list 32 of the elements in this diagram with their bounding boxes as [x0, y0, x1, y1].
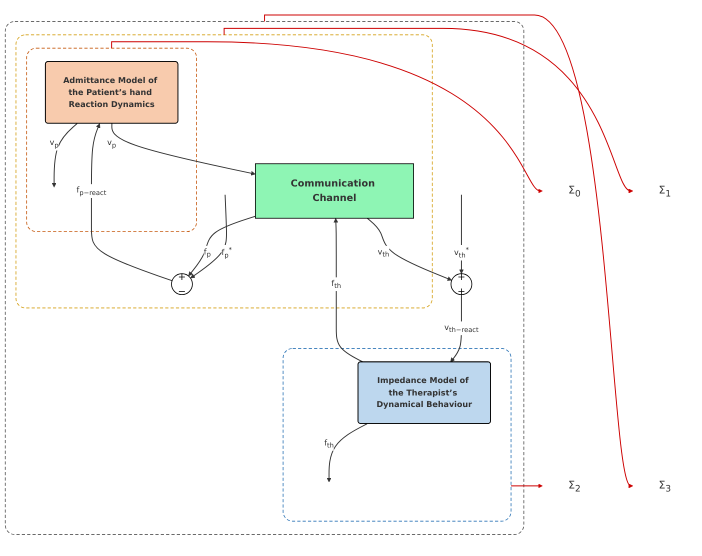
cluster: [4, 21, 524, 535]
arrow: [52, 123, 78, 188]
arrow: [326, 423, 368, 482]
node-box: Communication Channel: [254, 163, 414, 219]
arrow: [334, 218, 364, 363]
edge-label: f$_{th}$: [331, 278, 342, 290]
arrow: [111, 123, 256, 176]
edge-label: f$_{p}$: [204, 246, 211, 258]
arrow: [510, 484, 543, 488]
node-text: Σ$_{1}$: [658, 184, 672, 198]
node-circle: + +: [450, 273, 472, 295]
arrow: [224, 28, 633, 192]
arrow: [459, 194, 464, 274]
node-text: Σ$_{0}$: [568, 184, 581, 198]
edge-label: f$_{th}$: [324, 438, 334, 450]
node-text: Σ$_{2}$: [568, 478, 581, 494]
cluster: [26, 48, 197, 232]
arrow: [90, 123, 173, 282]
edge-label: v$_{th}$: [378, 246, 390, 258]
node-circle: + −: [171, 273, 193, 295]
arrow: [366, 218, 452, 281]
edge-label: v$_{p}$: [107, 138, 116, 149]
arrow: [190, 194, 227, 278]
edge-label: f$_{p−react}$: [76, 185, 106, 196]
arrow: [188, 216, 256, 276]
arrow: [111, 41, 542, 192]
cluster: [16, 34, 433, 308]
node-text: Σ$_{3}$: [658, 478, 672, 494]
edge-label: v$_{p}$: [50, 138, 59, 149]
cluster: [282, 348, 512, 522]
arrow: [264, 14, 632, 488]
edge-label: v$_{th−react}$: [444, 322, 479, 334]
